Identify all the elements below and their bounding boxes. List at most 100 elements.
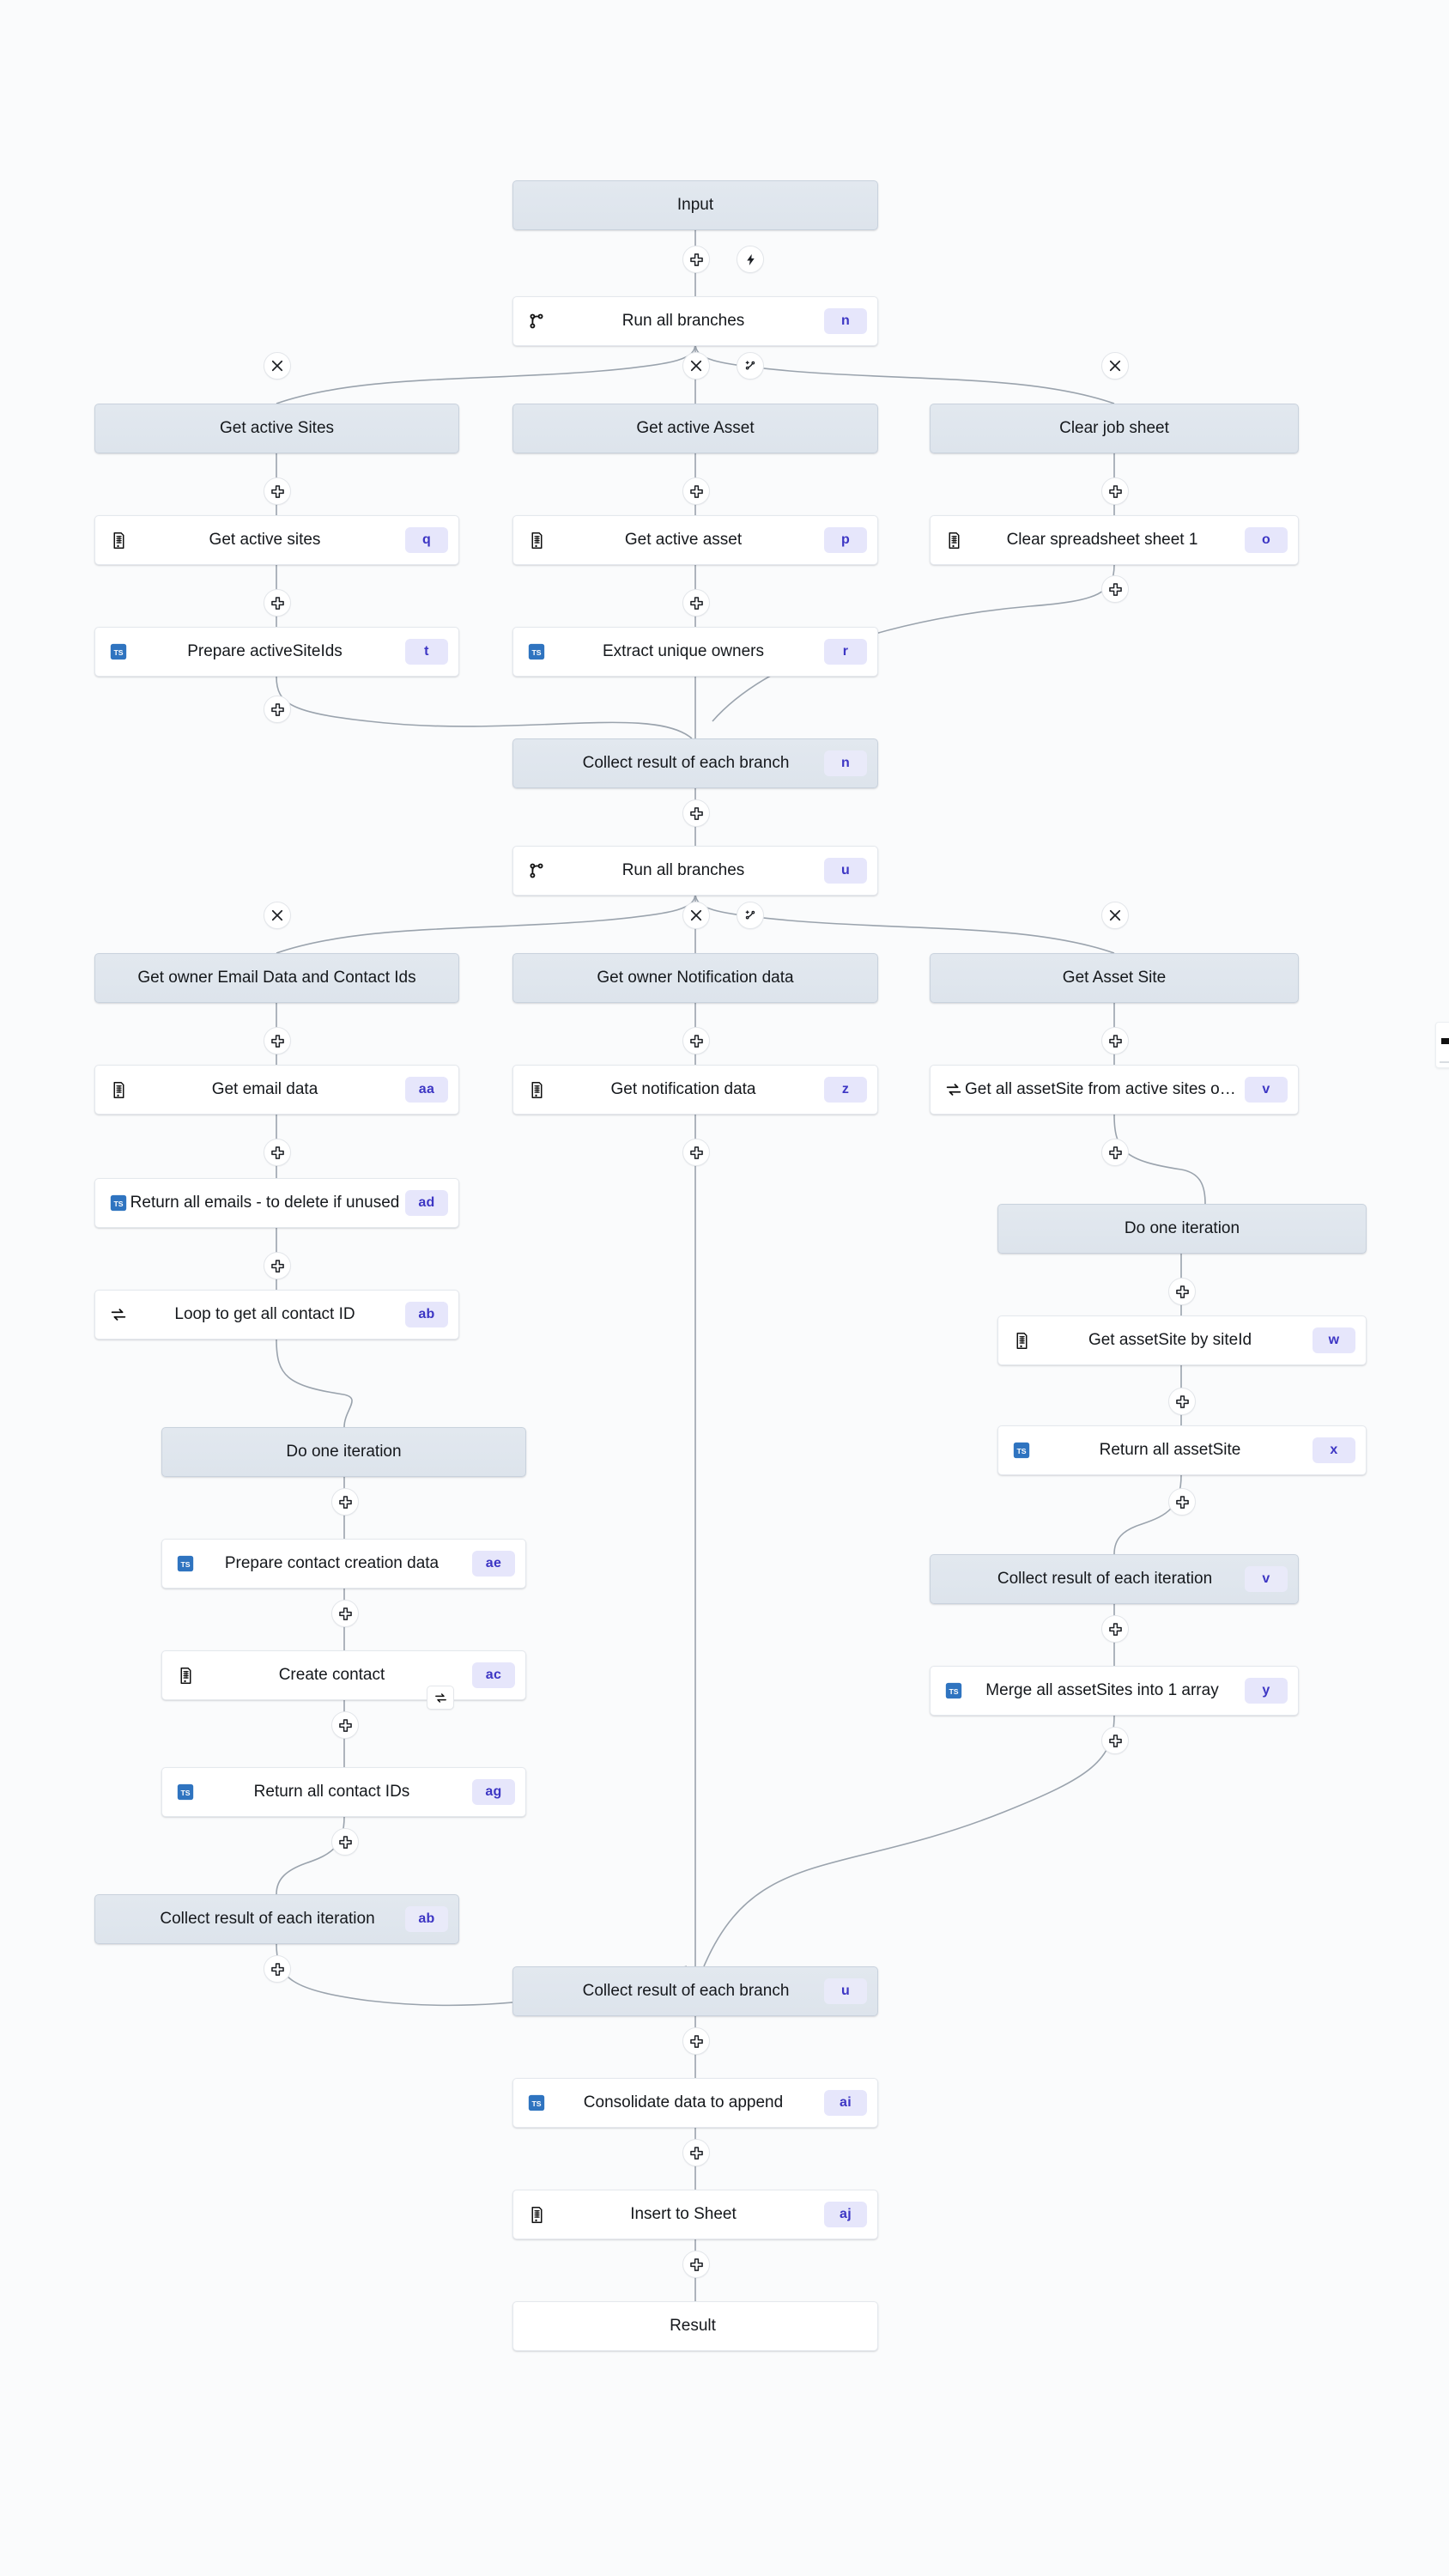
node-badge[interactable]: q [405, 527, 448, 553]
node-label: Get notification data [610, 1080, 756, 1098]
node-prepare-contact-creation-data[interactable]: TS Prepare contact creation data ae [161, 1539, 526, 1589]
node-collect-result-iteration-left[interactable]: Collect result of each iteration ab [94, 1894, 459, 1944]
add-branch-handle[interactable] [737, 902, 764, 929]
add-step-handle[interactable] [1101, 1139, 1129, 1166]
node-insert-to-sheet[interactable]: Insert to Sheet aj [512, 2190, 878, 2239]
add-step-handle[interactable] [264, 1139, 291, 1166]
add-step-handle[interactable] [682, 246, 710, 273]
node-loop-get-all-contact-id[interactable]: Loop to get all contact ID ab [94, 1290, 459, 1340]
node-badge[interactable]: ac [472, 1662, 515, 1688]
add-step-handle[interactable] [682, 2251, 710, 2278]
add-step-handle[interactable] [682, 2139, 710, 2166]
add-step-handle[interactable] [682, 477, 710, 505]
add-step-handle[interactable] [682, 1139, 710, 1166]
node-run-all-branches-2[interactable]: Run all branches u [512, 846, 878, 896]
remove-branch-handle-center[interactable] [682, 352, 710, 380]
node-badge[interactable]: r [824, 639, 867, 665]
add-step-handle[interactable] [1101, 575, 1129, 603]
node-get-active-sites-group[interactable]: Get active Sites [94, 404, 459, 453]
add-step-handle[interactable] [264, 1027, 291, 1054]
node-badge[interactable]: ab [405, 1906, 448, 1932]
add-step-handle[interactable] [264, 589, 291, 617]
add-step-handle[interactable] [1101, 1727, 1129, 1754]
remove-branch-handle-left[interactable] [264, 902, 291, 929]
add-step-handle[interactable] [331, 1488, 359, 1516]
add-step-handle[interactable] [1168, 1388, 1196, 1415]
trigger-handle[interactable] [737, 246, 764, 273]
node-badge[interactable]: t [405, 639, 448, 665]
node-get-active-asset[interactable]: Get active asset p [512, 515, 878, 565]
add-step-handle[interactable] [331, 1711, 359, 1739]
node-collect-result-branch-2[interactable]: Collect result of each branch u [512, 1966, 878, 2016]
node-run-all-branches-1[interactable]: Run all branches n [512, 296, 878, 346]
node-badge[interactable]: n [824, 750, 867, 776]
node-badge[interactable]: aj [824, 2202, 867, 2227]
node-merge-all-assetsites[interactable]: TS Merge all assetSites into 1 array y [930, 1666, 1299, 1716]
node-extract-unique-owners[interactable]: TS Extract unique owners r [512, 627, 878, 677]
add-branch-handle[interactable] [737, 352, 764, 380]
add-step-handle[interactable] [1101, 477, 1129, 505]
remove-branch-handle-right[interactable] [1101, 902, 1129, 929]
add-step-handle[interactable] [682, 1027, 710, 1054]
node-badge[interactable]: ai [824, 2090, 867, 2116]
node-get-asset-site-group[interactable]: Get Asset Site [930, 953, 1299, 1003]
node-clear-spreadsheet-sheet-1[interactable]: Clear spreadsheet sheet 1 o [930, 515, 1299, 565]
node-get-owner-notification-group[interactable]: Get owner Notification data [512, 953, 878, 1003]
remove-branch-handle-center[interactable] [682, 902, 710, 929]
node-get-owner-email-group[interactable]: Get owner Email Data and Contact Ids [94, 953, 459, 1003]
add-step-handle[interactable] [264, 477, 291, 505]
node-collect-result-branch-1[interactable]: Collect result of each branch n [512, 738, 878, 788]
node-collect-result-iteration-right[interactable]: Collect result of each iteration v [930, 1554, 1299, 1604]
node-get-email-data[interactable]: Get email data aa [94, 1065, 459, 1115]
node-badge[interactable]: ae [472, 1551, 515, 1577]
node-consolidate-data-to-append[interactable]: TS Consolidate data to append ai [512, 2078, 878, 2128]
node-prepare-activesiteids[interactable]: TS Prepare activeSiteIds t [94, 627, 459, 677]
add-step-handle[interactable] [264, 1955, 291, 1983]
node-do-one-iteration-right[interactable]: Do one iteration [997, 1204, 1367, 1254]
add-step-handle[interactable] [682, 799, 710, 827]
add-step-handle[interactable] [1168, 1488, 1196, 1516]
add-step-handle[interactable] [264, 696, 291, 723]
remove-branch-handle-left[interactable] [264, 352, 291, 380]
loop-badge-icon[interactable] [427, 1686, 454, 1710]
node-badge[interactable]: ag [472, 1779, 515, 1805]
node-clear-job-sheet-group[interactable]: Clear job sheet [930, 404, 1299, 453]
node-badge[interactable]: z [824, 1077, 867, 1103]
clipped-panel-edge[interactable] [1435, 1022, 1449, 1068]
add-step-handle[interactable] [682, 2027, 710, 2055]
add-step-handle[interactable] [264, 1252, 291, 1279]
node-badge[interactable]: o [1245, 527, 1288, 553]
node-return-all-emails[interactable]: TS Return all emails - to delete if unus… [94, 1178, 459, 1228]
node-create-contact[interactable]: Create contact ac [161, 1650, 526, 1700]
node-badge[interactable]: ab [405, 1302, 448, 1327]
node-badge[interactable]: u [824, 858, 867, 884]
node-badge[interactable]: y [1245, 1678, 1288, 1704]
node-badge[interactable]: v [1245, 1566, 1288, 1592]
add-step-handle[interactable] [1101, 1027, 1129, 1054]
node-result[interactable]: Result [512, 2301, 878, 2351]
add-step-handle[interactable] [1101, 1615, 1129, 1643]
remove-branch-handle-right[interactable] [1101, 352, 1129, 380]
node-badge[interactable]: x [1313, 1437, 1355, 1463]
node-badge[interactable]: aa [405, 1077, 448, 1103]
node-get-active-asset-group[interactable]: Get active Asset [512, 404, 878, 453]
add-step-handle[interactable] [331, 1828, 359, 1856]
node-do-one-iteration-left[interactable]: Do one iteration [161, 1427, 526, 1477]
node-get-assetsite-by-siteid[interactable]: Get assetSite by siteId w [997, 1315, 1367, 1365]
node-badge[interactable]: v [1245, 1077, 1288, 1103]
node-return-all-contact-ids[interactable]: TS Return all contact IDs ag [161, 1767, 526, 1817]
node-badge[interactable]: n [824, 308, 867, 334]
node-get-all-assetsite[interactable]: Get all assetSite from active sites only… [930, 1065, 1299, 1115]
add-step-handle[interactable] [331, 1600, 359, 1627]
node-badge[interactable]: w [1313, 1327, 1355, 1353]
node-badge[interactable]: p [824, 527, 867, 553]
add-step-handle[interactable] [682, 589, 710, 617]
node-badge[interactable]: ad [405, 1190, 448, 1216]
add-step-handle[interactable] [1168, 1278, 1196, 1305]
node-badge[interactable]: u [824, 1978, 867, 2004]
node-return-all-assetsite[interactable]: TS Return all assetSite x [997, 1425, 1367, 1475]
node-get-notification-data[interactable]: Get notification data z [512, 1065, 878, 1115]
node-input[interactable]: Input [512, 180, 878, 230]
node-get-active-sites[interactable]: Get active sites q [94, 515, 459, 565]
